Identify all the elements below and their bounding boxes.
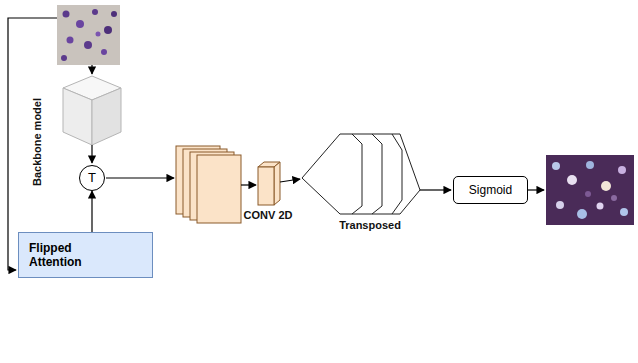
- feature-stack: [176, 146, 241, 223]
- node-text: T: [88, 170, 96, 186]
- transposed-layers: [302, 134, 420, 214]
- arrow: [280, 179, 300, 182]
- node-text: Sigmoid: [469, 183, 512, 197]
- sigmoid-box: Sigmoid: [453, 176, 528, 204]
- conv-block: [258, 162, 280, 205]
- arrow: [91, 145, 92, 163]
- operator-circle: T: [79, 165, 105, 191]
- arrow: [420, 189, 451, 190]
- arrow: [528, 189, 544, 190]
- arrow: [241, 184, 256, 185]
- layer-label: CONV 2D: [244, 209, 293, 221]
- backbone-cube: [63, 76, 121, 145]
- input-image: [57, 5, 120, 65]
- output-image: [546, 155, 634, 225]
- side-label: Backbone model: [31, 98, 43, 186]
- arrow: [91, 65, 92, 74]
- layer-label: Transposed: [339, 219, 401, 231]
- arrow: [106, 177, 174, 178]
- node-text: Flipped Attention: [29, 241, 101, 270]
- attention-box: Flipped Attention: [18, 232, 153, 278]
- connector-arrow: [91, 191, 92, 232]
